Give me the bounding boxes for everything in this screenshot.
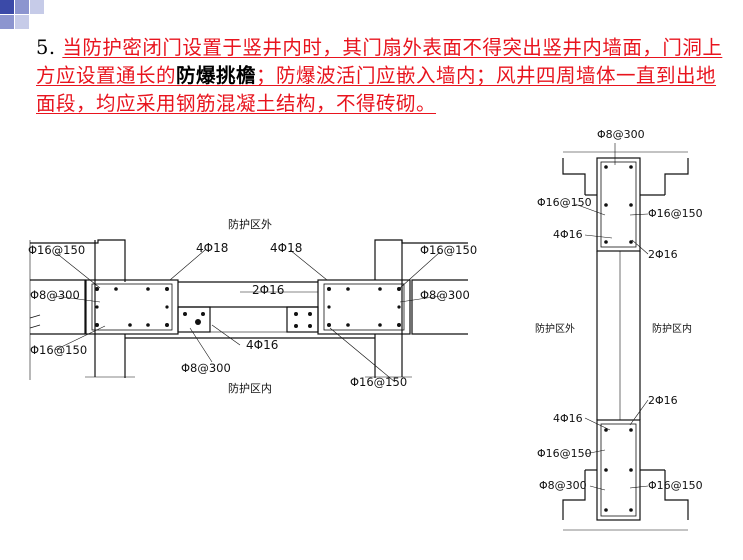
plan-right-tie: Φ8@300 — [420, 288, 470, 302]
section-left-stirrup-top: Φ16@150 — [537, 196, 592, 209]
plan-inside-label: 防护区内 — [228, 381, 272, 395]
paragraph-bold-term: 防爆挑檐 — [176, 64, 257, 87]
section-right-stirrup-bottom: Φ16@150 — [648, 479, 703, 492]
plan-left-stirrup-top: Φ16@150 — [28, 243, 85, 257]
plan-bottom-right-stirrup: Φ16@150 — [350, 375, 407, 389]
section-inside-label: 防护区内 — [652, 322, 692, 335]
plan-top-right-rebar: 4Φ18 — [270, 241, 302, 255]
paragraph-5: 5. 当防护密闭门设置于竖井内时，其门扇外表面不得突出竖井内墙面，门洞上方应设置… — [36, 34, 731, 118]
corner-decoration — [0, 0, 44, 29]
section-left-stirrup-bottom: Φ16@150 — [537, 447, 592, 460]
plan-bottom-rebar: 4Φ16 — [246, 338, 278, 352]
plan-top-left-rebar: 4Φ18 — [196, 241, 228, 255]
section-right-stirrup-top: Φ16@150 — [648, 207, 703, 220]
section-outside-label: 防护区外 — [535, 322, 575, 335]
plan-outside-label: 防护区外 — [228, 217, 272, 231]
plan-mid-rebar: 2Φ16 — [252, 283, 284, 297]
section-right-rebar-bottom: 2Φ16 — [648, 394, 678, 407]
section-top-tie: Φ8@300 — [597, 128, 645, 141]
section-right-rebar-top: 2Φ16 — [648, 248, 678, 261]
plan-left-tie: Φ8@300 — [30, 288, 80, 302]
plan-left-stirrup-bottom: Φ16@150 — [30, 343, 87, 357]
section-left-rebar-bottom: 4Φ16 — [553, 412, 583, 425]
plan-bottom-tie: Φ8@300 — [181, 361, 231, 375]
paragraph-text-part1: 当防护密闭门设置于竖井内时，其门扇外表面不得突出竖井内墙面，门洞上方应设置通长的 — [36, 36, 723, 87]
paragraph-number: 5. — [36, 36, 56, 59]
section-bottom-tie: Φ8@300 — [539, 479, 587, 492]
section-left-rebar-top: 4Φ16 — [553, 228, 583, 241]
plan-right-stirrup-top: Φ16@150 — [420, 243, 477, 257]
paragraph-text-part2: ；防爆波活门应嵌入墙内；风井四周墙体一直到出地面段，均应采用钢筋混凝土结构，不得… — [36, 64, 717, 115]
